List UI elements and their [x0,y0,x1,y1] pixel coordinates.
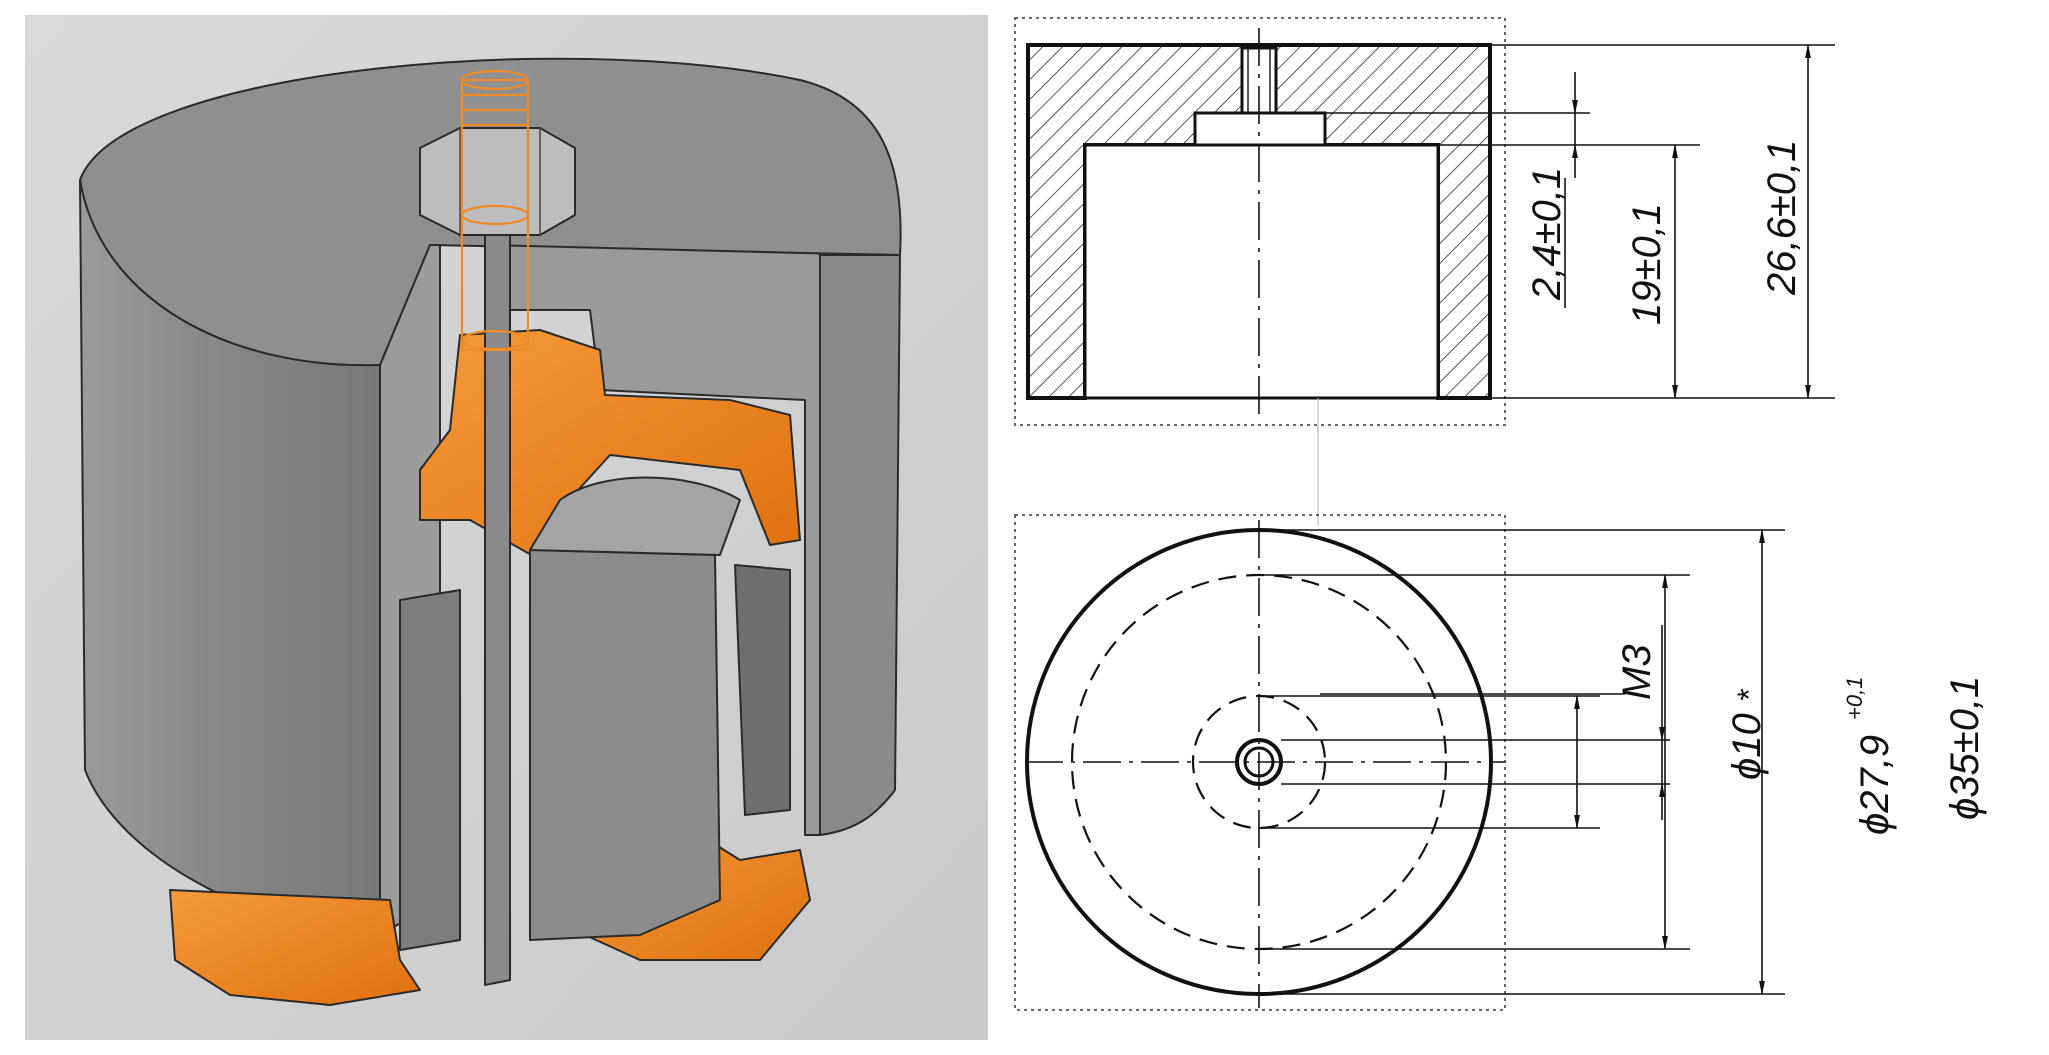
orange-lower-flange-left [169,889,421,1006]
cylinder-right-side [819,254,901,836]
hex-nut [419,127,576,236]
inner-core-top [529,476,741,556]
orange-upper-housing [419,329,801,561]
cut-face-right [489,244,881,836]
central-shaft [484,219,511,986]
dia-bore-tolerance: +0,1 [1842,677,1867,720]
dia-hub-label: ϕ10 [1725,713,1769,780]
section-bore [1083,143,1440,400]
thread-label: M3 [1615,644,1659,700]
dia-hub-mark: * [1731,688,1767,702]
dia-bore-label: ϕ27,9 [1853,735,1897,835]
bolt-transparent [460,69,530,352]
section-view-drawing [1014,17,1835,525]
dim-step-label: 2,4±0,1 [1525,167,1569,301]
dim-bore-depth-label: 19±0,1 [1625,203,1669,325]
dim-total-height-label: 26,6±0,1 [1760,140,1804,296]
dia-outer-label: ϕ35±0,1 [1943,676,1987,820]
dimension-labels: 2,4±0,1 19±0,1 26,6±0,1 M3 ϕ10 * ϕ27,9 +… [1525,140,1987,835]
winding-slot [734,564,791,816]
inner-core-block [529,549,721,941]
3d-cutaway-model [25,15,988,1040]
section-view-frame [1014,17,1506,426]
section-step-recess [1193,111,1327,147]
inner-core-block-left [399,589,461,951]
top-view-drawing [1014,514,1785,1011]
